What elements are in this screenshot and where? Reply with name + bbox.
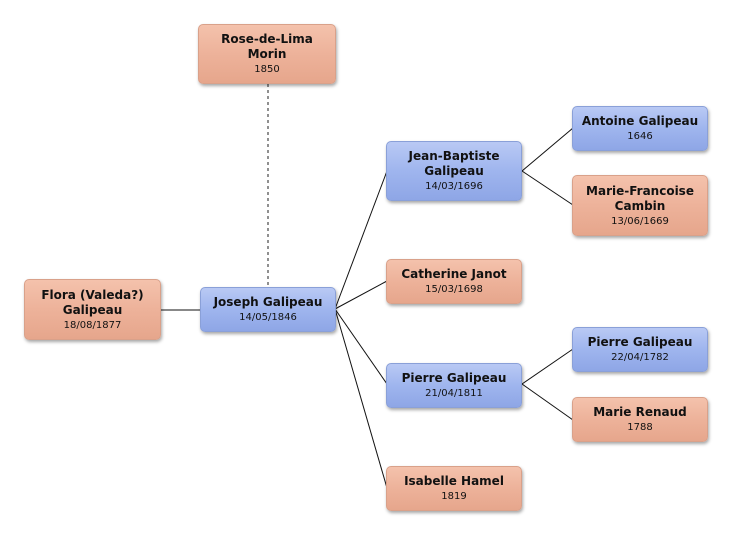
person-date: 13/06/1669: [611, 215, 669, 227]
person-card-pierre-galipeau-1782[interactable]: Pierre Galipeau 22/04/1782: [572, 327, 708, 372]
person-name: Jean-Baptiste Galipeau: [408, 149, 500, 178]
person-name: Joseph Galipeau: [213, 295, 323, 309]
person-card-isabelle-hamel[interactable]: Isabelle Hamel 1819: [386, 466, 522, 511]
person-name: Catherine Janot: [401, 267, 507, 281]
person-card-marie-renaud[interactable]: Marie Renaud 1788: [572, 397, 708, 442]
person-card-rose-de-lima-morin[interactable]: Rose-de-Lima Morin 1850: [198, 24, 336, 84]
parent-link: [334, 308, 388, 489]
person-card-joseph-galipeau[interactable]: Joseph Galipeau 14/05/1846: [200, 287, 336, 332]
person-date: 18/08/1877: [63, 319, 122, 331]
person-date: 15/03/1698: [425, 284, 483, 295]
parent-link: [334, 280, 388, 310]
person-card-catherine-janot[interactable]: Catherine Janot 15/03/1698: [386, 259, 522, 304]
parent-link: [521, 383, 574, 421]
person-date: 14/05/1846: [239, 312, 297, 323]
person-date: 1850: [254, 64, 280, 75]
person-date: 1646: [627, 131, 653, 142]
person-name: Antoine Galipeau: [581, 114, 699, 128]
parent-link: [521, 170, 574, 206]
parent-link: [521, 127, 574, 172]
person-name: Marie-Francoise Cambin: [586, 183, 694, 213]
person-date: 1819: [441, 491, 467, 502]
person-date: 1788: [627, 422, 653, 433]
person-card-pierre-galipeau-1811[interactable]: Pierre Galipeau 21/04/1811: [386, 363, 522, 408]
person-name: Flora (Valeda?) Galipeau: [41, 287, 144, 317]
person-name: Pierre Galipeau: [587, 335, 693, 349]
person-card-antoine-galipeau[interactable]: Antoine Galipeau 1646: [572, 106, 708, 151]
person-name: Isabelle Hamel: [404, 474, 504, 488]
person-name: Pierre Galipeau: [401, 371, 507, 385]
person-date: 21/04/1811: [425, 388, 483, 399]
person-card-flora-galipeau[interactable]: Flora (Valeda?) Galipeau 18/08/1877: [24, 279, 161, 340]
person-date: 14/03/1696: [425, 181, 483, 192]
parent-link: [334, 170, 388, 310]
person-name: Marie Renaud: [593, 405, 687, 419]
parent-link: [521, 348, 574, 385]
person-date: 22/04/1782: [611, 352, 669, 363]
person-name: Rose-de-Lima Morin: [221, 32, 313, 61]
person-card-jean-baptiste-galipeau[interactable]: Jean-Baptiste Galipeau 14/03/1696: [386, 141, 522, 201]
person-card-marie-francoise-cambin[interactable]: Marie-Francoise Cambin 13/06/1669: [572, 175, 708, 236]
parent-link: [334, 308, 388, 385]
